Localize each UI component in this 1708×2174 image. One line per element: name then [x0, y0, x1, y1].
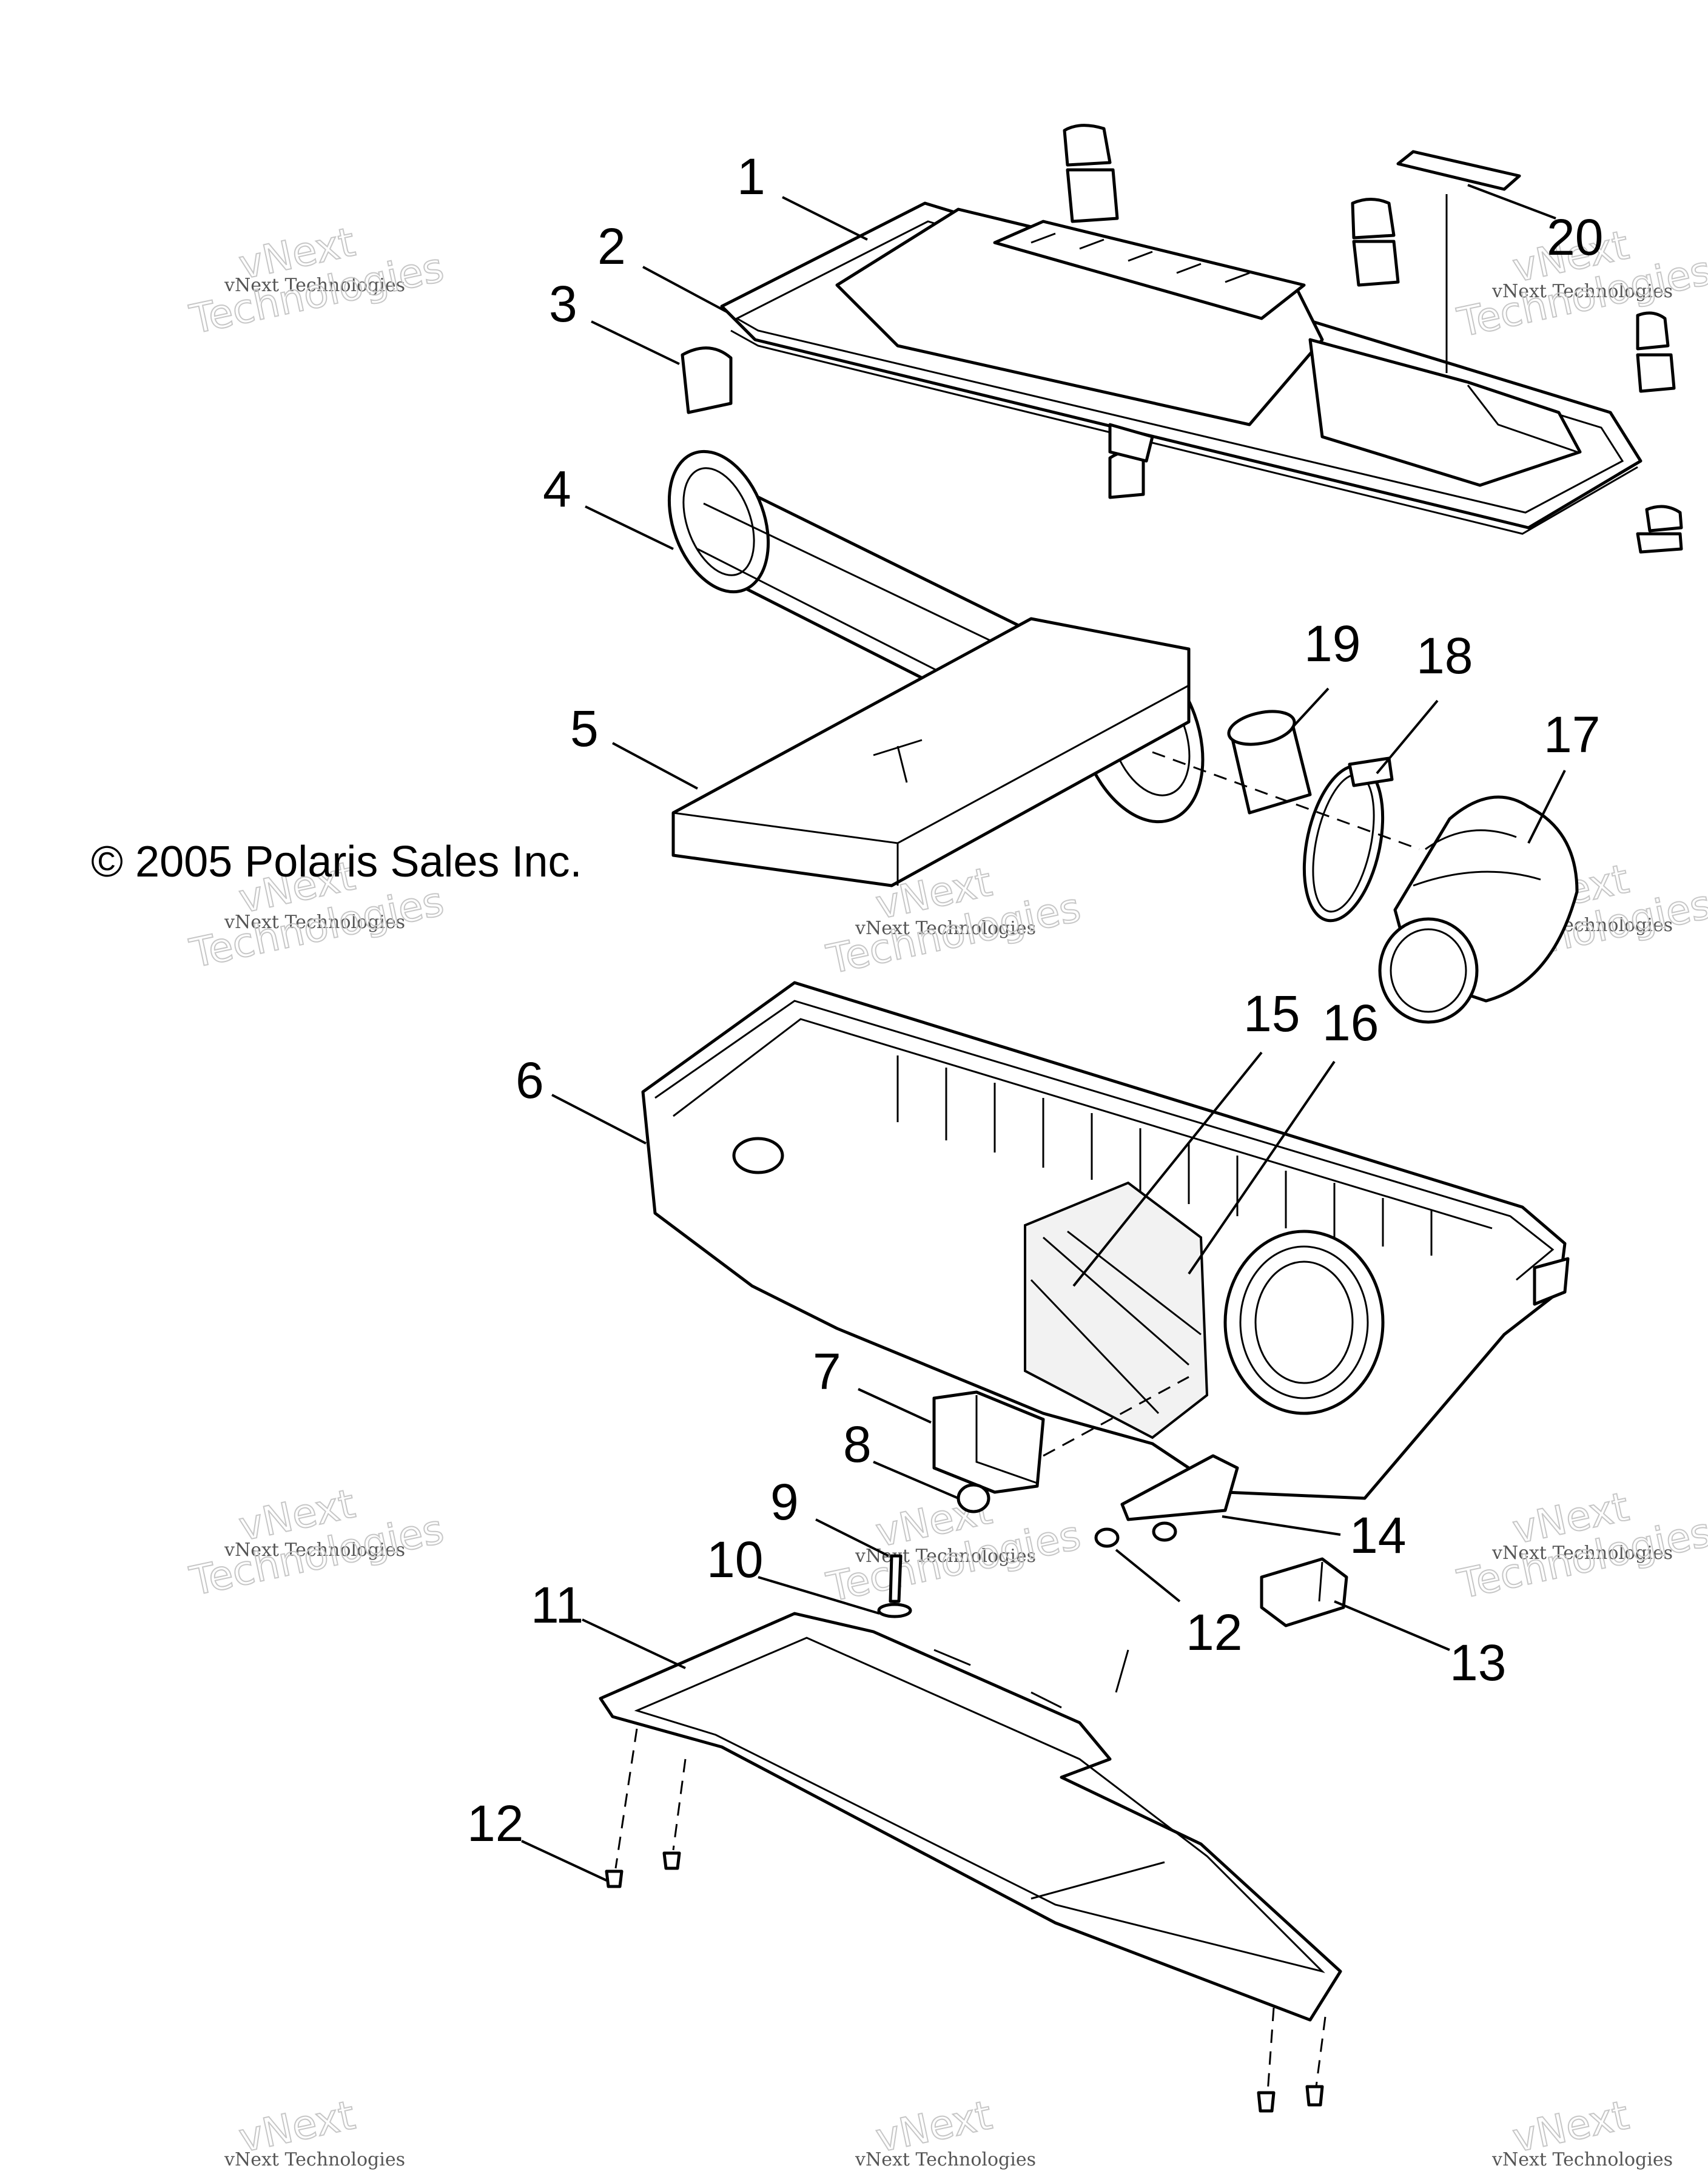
sensor: [932, 1390, 1045, 1494]
leader-7: [858, 1388, 932, 1424]
callout-2: 2: [597, 218, 626, 275]
airbox-cover: [720, 201, 1642, 530]
decal: [1396, 150, 1521, 373]
intake-boot: [1378, 795, 1579, 1024]
watermark: vNext Technologies vNext Technologies: [1453, 1482, 1708, 1609]
callout-3: 3: [549, 275, 577, 332]
callout-8: 8: [843, 1416, 872, 1473]
watermark: vNext Technologies vNext Technologies: [822, 1486, 1085, 1612]
leader-19: [1291, 687, 1330, 729]
watermark: vNext Technologies vNext: [224, 2091, 405, 2170]
callout-19: 19: [1304, 615, 1360, 672]
callout-10: 10: [707, 1531, 763, 1588]
callout-16: 16: [1322, 994, 1379, 1051]
leader-11: [582, 1618, 686, 1669]
leader-20: [1467, 184, 1556, 220]
watermark: vNext Technologies vNext Technologies: [185, 218, 448, 344]
callout-7: 7: [813, 1343, 841, 1400]
axis-line: [1152, 751, 1420, 850]
hose-clamp: [1302, 756, 1394, 923]
callout-15: 15: [1243, 985, 1300, 1042]
washer: [877, 1603, 912, 1618]
watermark-text: vNext Technologies: [855, 918, 1036, 939]
callout-6: 6: [516, 1052, 544, 1109]
skid-plate: [599, 1612, 1342, 2022]
rivets-lower: [605, 1728, 1326, 2113]
leader-17: [1527, 770, 1566, 844]
watermark-text: vNext Technologies: [855, 2149, 1036, 2170]
watermark-text: vNext Technologies: [224, 275, 405, 296]
bolt: [889, 1554, 903, 1603]
airbox-base: [641, 981, 1570, 1500]
watermark-text: vNext Technologies: [224, 2149, 405, 2170]
watermark: vNext Technologies vNext Technologies: [185, 1479, 448, 1606]
cover-clips: [681, 124, 1683, 554]
screws-upper: [1094, 1521, 1177, 1548]
watermark: vNext Technologies vNext: [1491, 2091, 1673, 2170]
leader-8: [873, 1461, 959, 1499]
watermark-text: vNext Technologies: [1491, 2149, 1673, 2170]
leader-2: [642, 266, 728, 314]
leader-4: [585, 505, 674, 550]
leader-3: [591, 320, 680, 365]
pre-filter: [671, 617, 1191, 887]
leader-12b: [521, 1840, 607, 1882]
coupler: [1227, 710, 1312, 815]
callout-12-lower: 12: [467, 1795, 523, 1852]
leader-10: [758, 1576, 880, 1615]
leader-18: [1376, 699, 1439, 775]
callout-4: 4: [543, 460, 571, 517]
callout-14: 14: [1350, 1507, 1406, 1564]
callout-5: 5: [570, 700, 599, 757]
leader-14: [1222, 1515, 1341, 1536]
callout-17: 17: [1544, 706, 1600, 763]
watermark-text: vNext Technologies: [1491, 1543, 1673, 1564]
leader-13: [1334, 1600, 1450, 1651]
leader-5: [612, 742, 698, 790]
watermark-text: vNext Technologies: [1491, 281, 1673, 302]
leader-15: [1072, 1051, 1263, 1287]
leader-lines: [521, 184, 1566, 1882]
callout-20: 20: [1547, 209, 1603, 266]
watermark-text: vNext Technologies: [855, 1546, 1036, 1567]
callouts: 1 2 3 4 5 6 7 8 9 10 11 12 13 14 15 16 1…: [467, 148, 1603, 1852]
watermark: vNext Technologies vNext: [855, 2091, 1036, 2170]
leader-1: [782, 196, 868, 241]
callout-12: 12: [1186, 1604, 1242, 1661]
callout-13: 13: [1450, 1634, 1506, 1691]
leader-12a: [1115, 1549, 1181, 1603]
callout-9: 9: [770, 1473, 799, 1530]
valve: [1260, 1557, 1348, 1627]
axis-line: [1043, 1376, 1189, 1457]
watermark-text: vNext Technologies: [224, 912, 405, 933]
leader-9: [815, 1518, 889, 1557]
callout-1: 1: [737, 148, 765, 205]
callout-18: 18: [1416, 627, 1473, 684]
grommet: [957, 1483, 990, 1513]
leader-6: [551, 1094, 647, 1145]
bracket: [1120, 1454, 1239, 1521]
copyright-text: © 2005 Polaris Sales Inc.: [91, 838, 582, 886]
watermark-text: vNext Technologies: [224, 1540, 405, 1561]
leader-16: [1188, 1060, 1336, 1275]
callout-11: 11: [531, 1577, 583, 1634]
